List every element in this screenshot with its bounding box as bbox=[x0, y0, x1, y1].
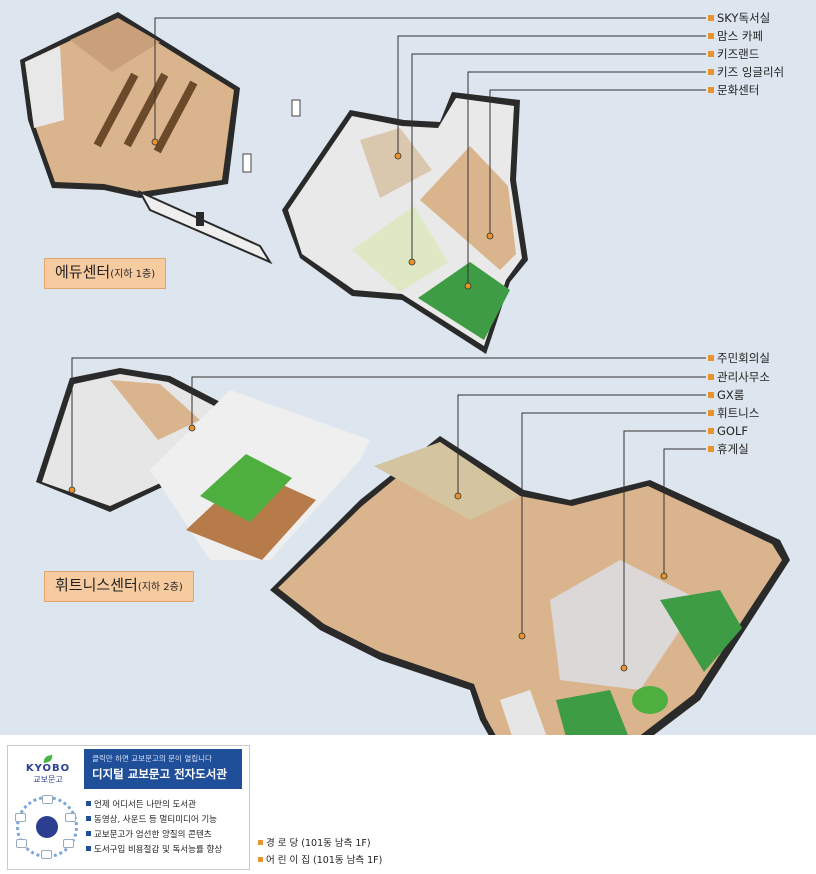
callout-lounge: 휴게실 bbox=[708, 442, 749, 456]
fitness-center-floorplan bbox=[36, 368, 790, 735]
device-icon bbox=[15, 813, 26, 822]
ad-header: 클릭만 하면 교보문고의 문이 열립니다 디지털 교보문고 전자도서관 bbox=[84, 749, 242, 789]
ebook-devices-diagram bbox=[15, 795, 78, 859]
edu-center-floorplan bbox=[20, 12, 528, 354]
callout-label: 주민회의실 bbox=[717, 351, 770, 365]
device-icon bbox=[41, 850, 52, 859]
facility-senior-center: 경 로 당 (101동 남측 1F) bbox=[258, 835, 371, 849]
callout-golf: GOLF bbox=[708, 424, 748, 438]
callout-label: 휘트니스 bbox=[717, 406, 760, 420]
kyobo-leaf-icon bbox=[42, 754, 54, 764]
edu-center-name: 에듀센터 bbox=[55, 263, 111, 281]
callout-marker-icon bbox=[708, 374, 714, 380]
fitness-center-floor: (지하 2층) bbox=[137, 582, 183, 593]
ad-feature-text: 언제 어디서든 나만의 도서관 bbox=[94, 800, 196, 810]
upper-leader-lines bbox=[154, 17, 706, 286]
bullet-square-icon bbox=[258, 857, 263, 862]
ad-feature-item: 교보문고가 엄선한 양질의 콘텐츠 bbox=[86, 828, 222, 843]
callout-marker-icon bbox=[708, 33, 714, 39]
device-icon bbox=[42, 795, 53, 804]
floor-plan-illustration bbox=[20, 12, 790, 735]
lower-leader-lines bbox=[71, 357, 706, 668]
facility-text: 경 로 당 (101동 남측 1F) bbox=[266, 838, 371, 849]
facility-daycare: 어 린 이 집 (101동 남측 1F) bbox=[258, 852, 382, 866]
ad-feature-item: 동영상, 사운드 등 멀티미디어 기능 bbox=[86, 813, 222, 828]
callout-kids-english: 키즈 잉글리쉬 bbox=[708, 65, 784, 79]
callout-label: GX룸 bbox=[717, 388, 745, 402]
ad-header-title: 디지털 교보문고 전자도서관 bbox=[92, 767, 227, 781]
callout-label: 문화센터 bbox=[717, 83, 760, 97]
callout-marker-icon bbox=[708, 69, 714, 75]
callout-label: 키즈 잉글리쉬 bbox=[717, 65, 785, 79]
callout-sky-reading-room: SKY독서실 bbox=[708, 11, 770, 25]
ad-feature-list: 언제 어디서든 나만의 도서관 동영상, 사운드 등 멀티미디어 기능 교보문고… bbox=[86, 798, 222, 858]
edu-center-label: 에듀센터(지하 1층) bbox=[44, 258, 167, 289]
device-icon bbox=[63, 839, 74, 848]
ebook-core-icon bbox=[36, 816, 58, 838]
edu-center-floor: (지하 1층) bbox=[110, 269, 156, 280]
callout-management-office: 관리사무소 bbox=[708, 370, 770, 384]
bullet-square-icon bbox=[86, 801, 91, 806]
callout-kids-land: 키즈랜드 bbox=[708, 47, 759, 61]
bullet-square-icon bbox=[86, 831, 91, 836]
callout-label: 맘스 카페 bbox=[717, 29, 763, 43]
callout-marker-icon bbox=[708, 428, 714, 434]
callout-moms-cafe: 맘스 카페 bbox=[708, 29, 763, 43]
bullet-square-icon bbox=[86, 816, 91, 821]
fitness-center-label: 휘트니스센터(지하 2층) bbox=[44, 571, 194, 602]
callout-markers bbox=[68, 138, 668, 672]
callout-label: GOLF bbox=[717, 424, 748, 438]
callout-culture-center: 문화센터 bbox=[708, 83, 759, 97]
kyobo-brand-korean: 교보문고 bbox=[33, 775, 63, 784]
callout-label: 휴게실 bbox=[717, 442, 749, 456]
callout-label: 키즈랜드 bbox=[717, 47, 760, 61]
callout-marker-icon bbox=[708, 87, 714, 93]
callout-marker-icon bbox=[708, 51, 714, 57]
kyobo-logo: KYOBO 교보문고 bbox=[18, 754, 78, 785]
device-icon bbox=[65, 813, 76, 822]
callout-label: SKY독서실 bbox=[717, 11, 771, 25]
device-icon bbox=[16, 839, 27, 848]
bullet-square-icon bbox=[86, 846, 91, 851]
bullet-square-icon bbox=[258, 840, 263, 845]
ad-feature-text: 교보문고가 엄선한 양질의 콘텐츠 bbox=[94, 830, 212, 840]
callout-label: 관리사무소 bbox=[717, 370, 770, 384]
ad-feature-item: 도서구입 비용절감 및 독서능률 향상 bbox=[86, 843, 222, 858]
callout-marker-icon bbox=[708, 355, 714, 361]
callout-gx-room: GX룸 bbox=[708, 388, 744, 402]
ad-header-subtitle: 클릭만 하면 교보문고의 문이 열립니다 bbox=[92, 754, 212, 763]
callout-fitness: 휘트니스 bbox=[708, 406, 759, 420]
callout-marker-icon bbox=[708, 446, 714, 452]
ad-feature-item: 언제 어디서든 나만의 도서관 bbox=[86, 798, 222, 813]
facility-text: 어 린 이 집 (101동 남측 1F) bbox=[266, 855, 383, 866]
callout-marker-icon bbox=[708, 392, 714, 398]
ad-feature-text: 동영상, 사운드 등 멀티미디어 기능 bbox=[94, 815, 217, 825]
ad-feature-text: 도서구입 비용절감 및 독서능률 향상 bbox=[94, 845, 223, 855]
callout-marker-icon bbox=[708, 15, 714, 21]
fitness-center-name: 휘트니스센터 bbox=[55, 576, 138, 594]
kyobo-ebook-library-ad[interactable]: KYOBO 교보문고 클릭만 하면 교보문고의 문이 열립니다 디지털 교보문고… bbox=[7, 745, 250, 870]
callout-marker-icon bbox=[708, 410, 714, 416]
callout-residents-meeting-room: 주민회의실 bbox=[708, 351, 770, 365]
kyobo-brand: KYOBO bbox=[25, 763, 71, 774]
